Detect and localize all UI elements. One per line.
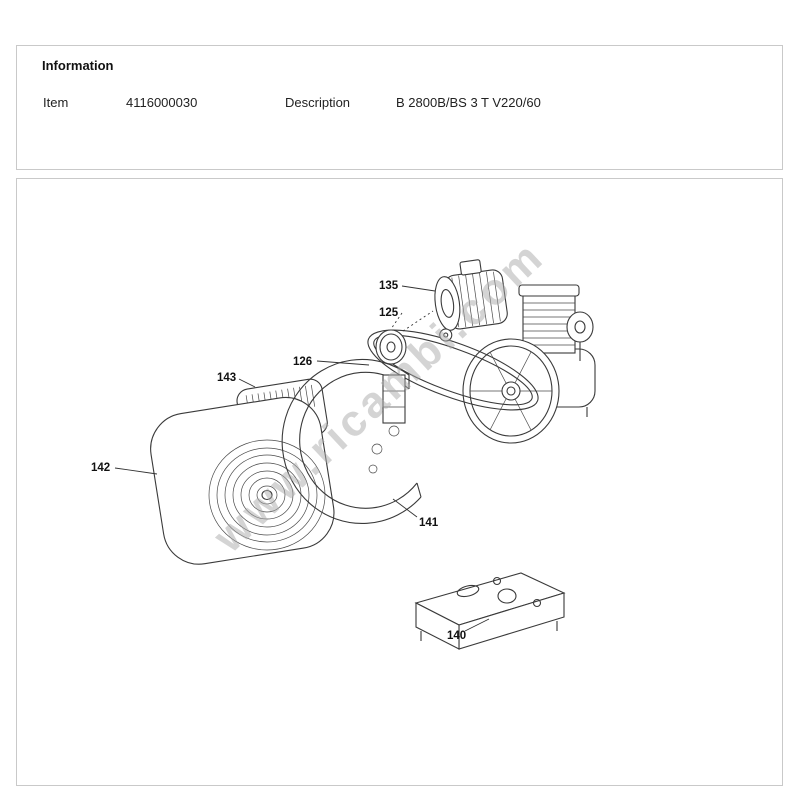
label-135: 135 xyxy=(379,280,399,292)
information-panel: Information Item 4116000030 Description … xyxy=(16,45,783,170)
part-drive-belt xyxy=(367,329,539,411)
leader-lines xyxy=(114,285,490,632)
label-125: 125 xyxy=(379,307,399,319)
label-142: 142 xyxy=(91,462,110,474)
exploded-diagram: 135 125 126 143 142 141 140 www.ricambi.… xyxy=(91,231,596,650)
part-belt-guard xyxy=(281,358,422,525)
description-value: B 2800B/BS 3 T V220/60 xyxy=(396,95,541,110)
label-126: 126 xyxy=(293,356,312,368)
label-141: 141 xyxy=(419,517,439,529)
label-143: 143 xyxy=(217,372,236,384)
part-flywheel xyxy=(462,338,560,444)
part-fan-cover xyxy=(150,396,335,565)
part-motor-pulley xyxy=(375,310,434,365)
diagram-panel: 135 125 126 143 142 141 140 www.ricambi.… xyxy=(16,178,783,786)
part-base-frame xyxy=(414,572,566,650)
part-labels: 135 125 126 143 142 141 140 xyxy=(91,280,466,642)
label-140: 140 xyxy=(447,630,466,642)
description-label: Description xyxy=(285,95,351,110)
information-title: Information xyxy=(42,58,114,73)
item-label: Item xyxy=(43,95,69,110)
item-value: 4116000030 xyxy=(126,95,198,110)
pump-side-pulley xyxy=(566,311,594,361)
information-row: Item 4116000030 Description B 2800B/BS 3… xyxy=(17,95,782,113)
part-electric-motor xyxy=(434,259,508,342)
